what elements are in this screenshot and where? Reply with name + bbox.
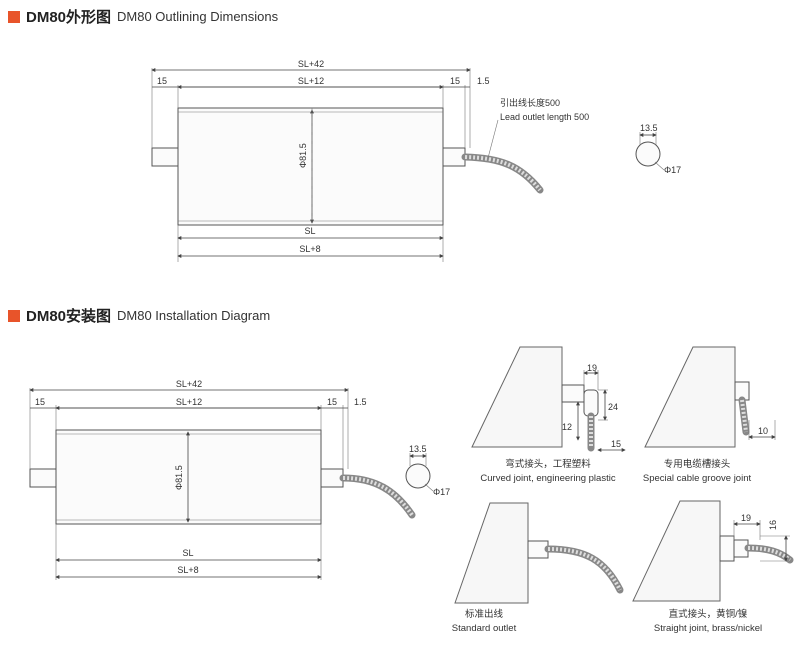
- lead-length-cn: 引出线长度500: [500, 97, 560, 108]
- curved-dim-24: 24: [608, 402, 618, 412]
- straight-caption-cn: 直式接头，黄铜/镍: [669, 608, 748, 620]
- standard-caption-en: Standard outlet: [452, 623, 517, 634]
- groove-caption-cn: 专用电缆槽接头: [664, 458, 731, 470]
- joint-standard: 标准出线 Standard outlet: [452, 502, 624, 634]
- outline-title-bold: DM80外形图: [26, 9, 112, 26]
- joint-straight: 19 16 直式接头，黄铜/镍 Straight joint, brass/ni…: [632, 500, 794, 634]
- install-dim-sl12: SL+12: [176, 397, 202, 407]
- groove-caption-en: Special cable groove joint: [643, 473, 752, 484]
- straight-dim-16: 16: [768, 520, 778, 530]
- install-dim-sl8: SL+8: [177, 565, 198, 575]
- install-dim-sl42: SL+42: [176, 379, 202, 389]
- dim-15-right: 15: [450, 76, 460, 86]
- curved-dim-12: 12: [562, 422, 572, 432]
- dim-13-5: 13.5: [640, 123, 658, 133]
- install-title-sub: DM80 Installation Diagram: [117, 308, 271, 323]
- dim-phi17: Φ17: [664, 165, 681, 175]
- straight-caption-en: Straight joint, brass/nickel: [654, 623, 762, 634]
- dim-sl: SL: [304, 226, 315, 236]
- section-marker-icon: [8, 10, 20, 23]
- dim-diameter: Φ81.5: [298, 143, 308, 168]
- install-motor-body: [55, 429, 322, 525]
- install-dim-1-5: 1.5: [354, 397, 367, 407]
- dim-1-5: 1.5: [477, 76, 490, 86]
- install-dim-15-left: 15: [35, 397, 45, 407]
- install-dim-phi17: Φ17: [433, 487, 450, 497]
- install-left-shaft: [29, 468, 57, 488]
- joint-groove: 10 专用电缆槽接头 Special cable groove joint: [643, 346, 776, 484]
- outline-title-sub: DM80 Outlining Dimensions: [117, 9, 279, 24]
- dim-sl12: SL+12: [298, 76, 324, 86]
- install-dim-13-5: 13.5: [409, 444, 427, 454]
- curved-dim-15: 15: [611, 439, 621, 449]
- install-cable-section: [405, 463, 431, 489]
- outline-drawing: SL+42 SL+12 15 15 1.5 SL SL+8 Φ81.5 引出线长…: [151, 59, 681, 262]
- curved-dim-19: 19: [587, 363, 597, 373]
- groove-dim-10: 10: [758, 426, 768, 436]
- dim-sl42: SL+42: [298, 59, 324, 69]
- dim-15-left: 15: [157, 76, 167, 86]
- straight-dim-19: 19: [741, 513, 751, 523]
- section-marker-icon: [8, 309, 20, 322]
- outline-section-title: DM80外形图 DM80 Outlining Dimensions: [8, 6, 278, 27]
- cable-section: [635, 141, 661, 167]
- dim-sl8: SL+8: [299, 244, 320, 254]
- left-shaft: [151, 147, 179, 167]
- standard-caption-cn: 标准出线: [465, 608, 504, 620]
- curved-caption-cn: 弯式接头，工程塑料: [505, 458, 591, 470]
- install-dim-15-right: 15: [327, 397, 337, 407]
- install-cable: [339, 474, 416, 519]
- curved-caption-en: Curved joint, engineering plastic: [480, 473, 615, 484]
- lead-length-en: Lead outlet length 500: [500, 112, 589, 122]
- install-drawing: SL+42 SL+12 15 15 1.5 SL SL+8 Φ81.5 13.5…: [29, 379, 450, 580]
- install-title-bold: DM80安装图: [26, 308, 112, 325]
- install-dim-sl: SL: [182, 548, 193, 558]
- joint-curved: 19 24 12 15 弯式接头，工程塑料 Curved joint, engi…: [471, 346, 626, 484]
- motor-body: [177, 107, 444, 226]
- install-dim-diameter: Φ81.5: [174, 465, 184, 490]
- install-section-title: DM80安装图 DM80 Installation Diagram: [8, 305, 270, 326]
